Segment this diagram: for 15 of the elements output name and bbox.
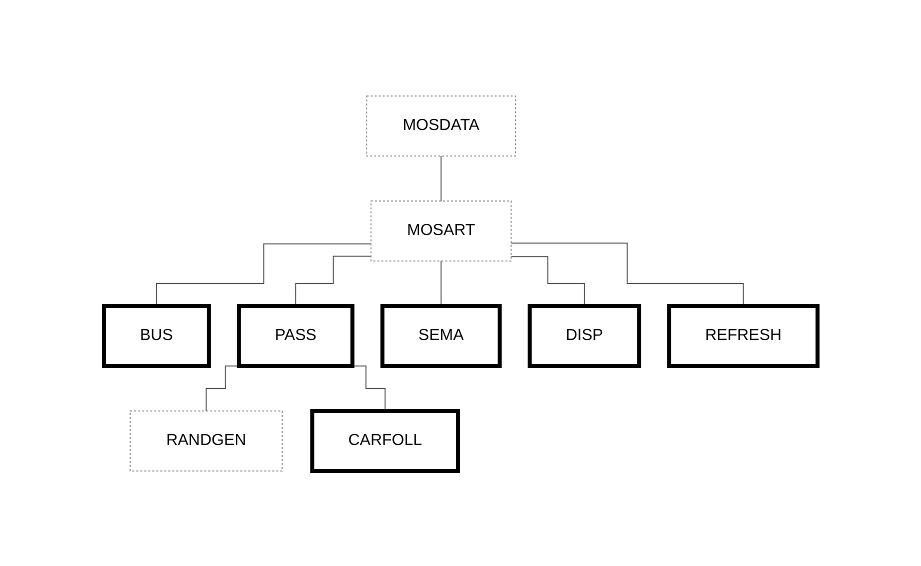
node-box: MOSART: [370, 200, 512, 261]
node-box: PASS: [236, 304, 354, 368]
connector: [440, 260, 442, 306]
node-box: SEMA: [380, 304, 502, 368]
connector: [510, 242, 744, 306]
connector: [294, 255, 372, 306]
node-box: BUS: [102, 304, 211, 368]
node-box: REFRESH: [666, 304, 820, 368]
node-box: DISP: [527, 304, 641, 368]
node-box: CARFOLL: [310, 408, 460, 472]
connector: [156, 242, 372, 306]
node-box: RANDGEN: [129, 410, 282, 471]
connector: [510, 256, 585, 306]
node-box: MOSDATA: [366, 95, 516, 156]
connector: [440, 155, 442, 201]
